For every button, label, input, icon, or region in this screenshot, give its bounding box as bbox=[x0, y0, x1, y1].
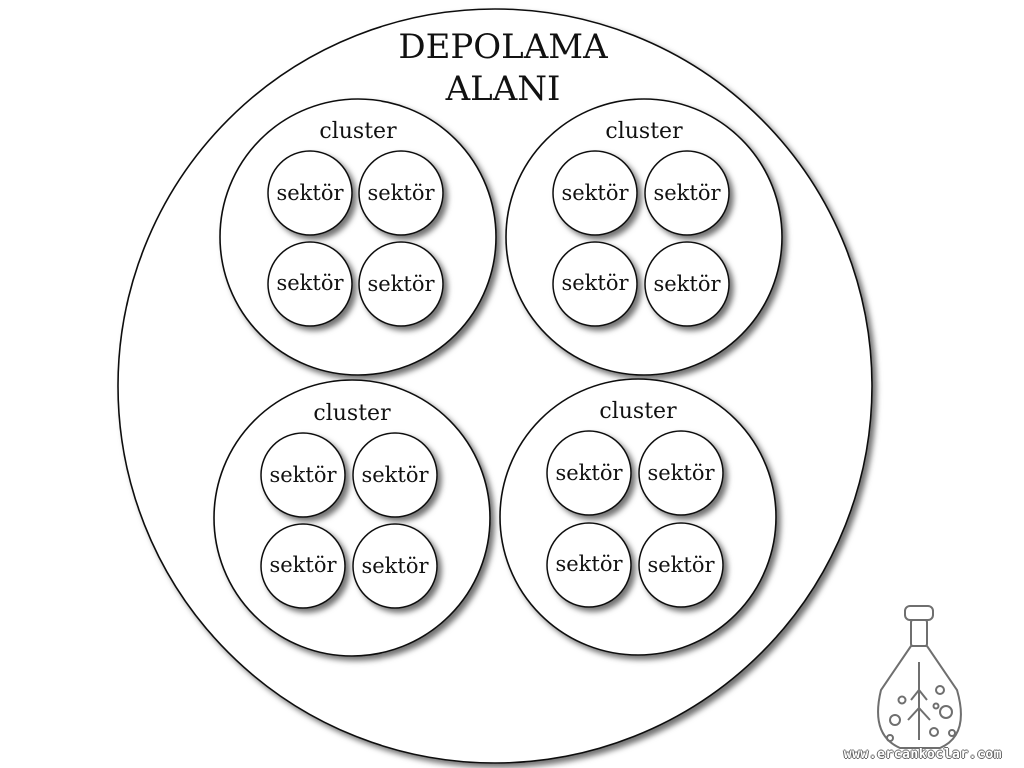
sector-label: sektör bbox=[555, 461, 623, 485]
cluster-4: cluster sektör sektör sektör sektör bbox=[499, 378, 777, 656]
sector-label: sektör bbox=[276, 181, 344, 205]
cluster-label: cluster bbox=[599, 399, 677, 424]
sector-label: sektör bbox=[361, 463, 429, 487]
sector-2: sektör bbox=[358, 150, 444, 236]
cluster-3: cluster sektör sektör sektör sektör bbox=[213, 379, 491, 657]
sector-label: sektör bbox=[561, 271, 629, 295]
sector-label: sektör bbox=[269, 463, 337, 487]
cluster-2: cluster sektör sektör sektör sektör bbox=[505, 98, 783, 376]
sector-1: sektör bbox=[267, 150, 353, 236]
sector-label: sektör bbox=[276, 271, 344, 295]
sector-label: sektör bbox=[361, 554, 429, 578]
sector-4: sektör bbox=[358, 241, 444, 327]
cluster-1: cluster sektör sektör sektör sektör bbox=[219, 98, 497, 376]
sector-label: sektör bbox=[647, 461, 715, 485]
sector-3: sektör bbox=[552, 241, 638, 327]
watermark-url: www.ercankoclar.com bbox=[843, 747, 1002, 762]
sector-1: sektör bbox=[260, 432, 346, 518]
sector-label: sektör bbox=[647, 553, 715, 577]
sector-1: sektör bbox=[546, 430, 632, 516]
sector-3: sektör bbox=[260, 523, 346, 609]
sector-2: sektör bbox=[352, 432, 438, 518]
cluster-label: cluster bbox=[313, 401, 391, 426]
cluster-label: cluster bbox=[319, 119, 397, 144]
sector-label: sektör bbox=[269, 553, 337, 577]
sector-2: sektör bbox=[644, 150, 730, 236]
storage-area-title-line2: ALANI bbox=[445, 69, 561, 109]
sector-label: sektör bbox=[561, 181, 629, 205]
sector-label: sektör bbox=[367, 181, 435, 205]
sector-3: sektör bbox=[546, 522, 632, 608]
sector-label: sektör bbox=[653, 272, 721, 296]
sector-4: sektör bbox=[352, 523, 438, 609]
storage-area-circle bbox=[117, 8, 873, 764]
cluster-label: cluster bbox=[605, 119, 683, 144]
sector-label: sektör bbox=[367, 272, 435, 296]
sector-3: sektör bbox=[267, 241, 353, 327]
sector-4: sektör bbox=[644, 241, 730, 327]
sector-label: sektör bbox=[555, 552, 623, 576]
storage-area-title-line1: DEPOLAMA bbox=[398, 27, 608, 67]
sector-label: sektör bbox=[653, 181, 721, 205]
flask-logo-icon bbox=[877, 605, 962, 749]
sector-1: sektör bbox=[552, 150, 638, 236]
sector-2: sektör bbox=[638, 430, 724, 516]
sector-4: sektör bbox=[638, 522, 724, 608]
